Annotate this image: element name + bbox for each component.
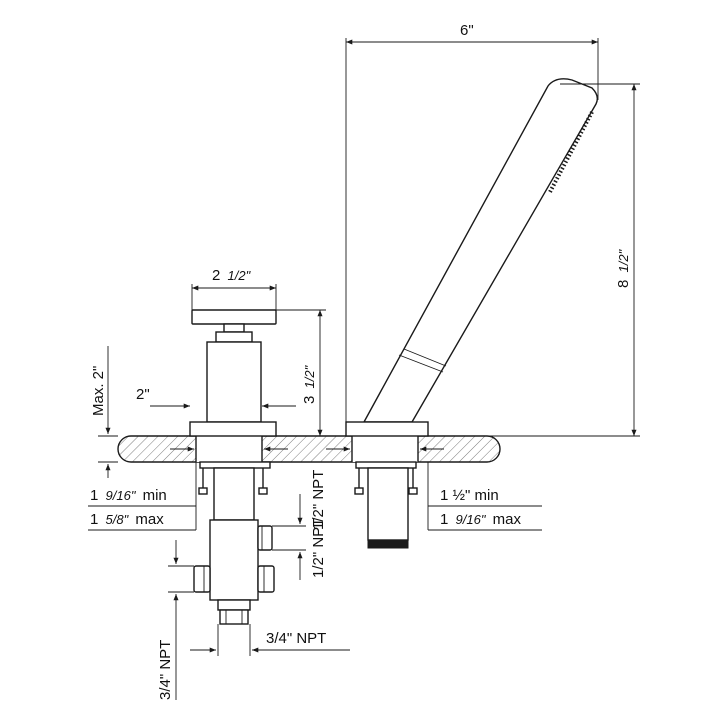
label-npt-34-vertical: 3/4" NPT [157,640,174,700]
label-left-max: 1 [90,511,98,528]
dimension-right-hole: 1 ½" min 1 9/16" max [326,446,542,531]
label-npt-half-lower: 1/2" NPT [310,518,327,578]
label-handle-width-frac: 1/2" [228,268,252,283]
dimension-width-6: 6" [345,22,599,422]
label-left-min-frac: 9/16" [106,488,137,503]
svg-text:1 9/16" max: 1 9/16" max [440,511,521,528]
svg-text:1 5/8" max: 1 5/8" max [90,511,164,528]
label-npt-half: 1/2" NPT [310,470,327,530]
hand-shower-assembly [345,78,599,549]
label-handle-width: 2 [212,267,220,284]
dimension-max-deck: Max. 2" [90,346,118,478]
label-right-max-word: max [493,511,522,528]
label-height-8-frac: 1/2" [616,248,631,272]
label-left-max-frac: 5/8" [106,512,130,527]
label-npt-34-horizontal: 3/4" NPT [266,630,326,647]
label-left-min-word: min [143,487,167,504]
label-left-max-word: max [135,511,164,528]
label-max-deck: Max. 2" [90,366,107,416]
svg-text:1 9/16" min: 1 9/16" min [90,487,167,504]
label-right-min: 1 ½" min [440,487,499,504]
callout-npt-34-horizontal: 3/4" NPT [190,624,350,656]
dimension-offset-2: 2" [136,386,190,409]
label-right-max: 1 [440,511,448,528]
label-valve-height: 3 [301,396,318,404]
svg-text:8 1/2": 8 1/2" [615,248,632,288]
callout-npt-34-vertical: 3/4" NPT [157,540,194,700]
valve-assembly [189,309,277,625]
label-height-8: 8 [615,280,632,288]
svg-text:2 1/2": 2 1/2" [212,267,252,284]
dimension-handle-width: 2 1/2" [191,267,277,310]
deck-plate [117,435,501,463]
label-valve-height-frac: 1/2" [302,364,317,388]
callout-npt-half: 1/2" NPT 1/2" NPT [272,470,327,580]
label-offset-2: 2" [136,386,150,403]
label-right-max-frac: 9/16" [456,512,487,527]
label-width-6: 6" [460,22,474,39]
label-left-min: 1 [90,487,98,504]
dimension-height-8-half: 8 1/2" [430,83,640,437]
svg-text:3 1/2": 3 1/2" [301,364,318,404]
dimension-valve-height: 3 1/2" [262,309,326,436]
dimension-left-hole: 1 9/16" min 1 5/8" max [88,446,288,531]
